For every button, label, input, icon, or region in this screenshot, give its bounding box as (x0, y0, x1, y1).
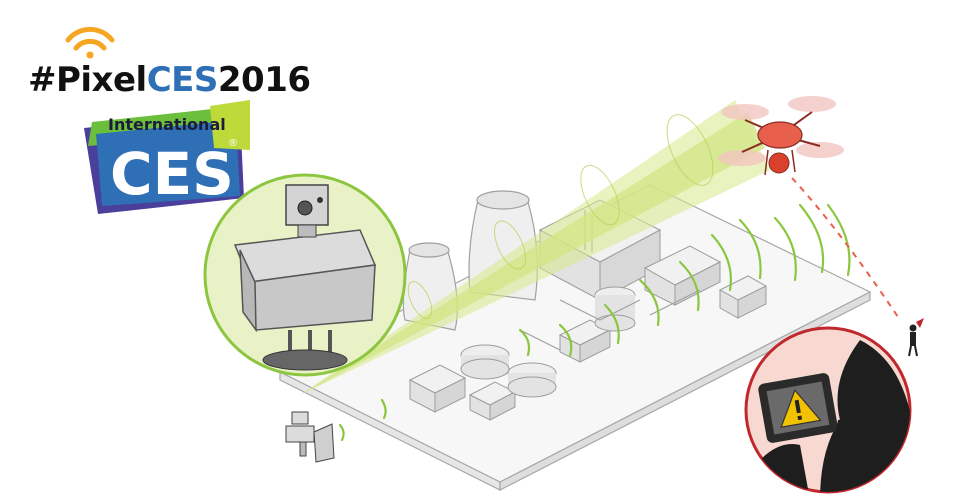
hashtag-prefix: #Pixel (28, 60, 147, 100)
hashtag-year: 2016 (217, 60, 311, 100)
sensor-closeup-inset (203, 173, 407, 377)
control-link (791, 177, 901, 321)
ces-main-label: CES (110, 140, 234, 208)
camera-icon (285, 411, 335, 463)
ces-registered: ® (228, 138, 238, 149)
storage-tanks (460, 286, 636, 398)
signal-arcs (338, 203, 851, 442)
hashtag-title: #PixelCES2016 (28, 58, 328, 102)
handheld-alert-inset (744, 326, 912, 494)
person-icon (908, 318, 924, 357)
ces-top-label: International (108, 115, 226, 134)
sensor-beam (300, 100, 770, 395)
drone-icon (718, 96, 844, 176)
hashtag-ces: CES (146, 60, 219, 100)
ces-logo: International CES ® (84, 100, 250, 214)
wifi-icon (65, 26, 115, 59)
